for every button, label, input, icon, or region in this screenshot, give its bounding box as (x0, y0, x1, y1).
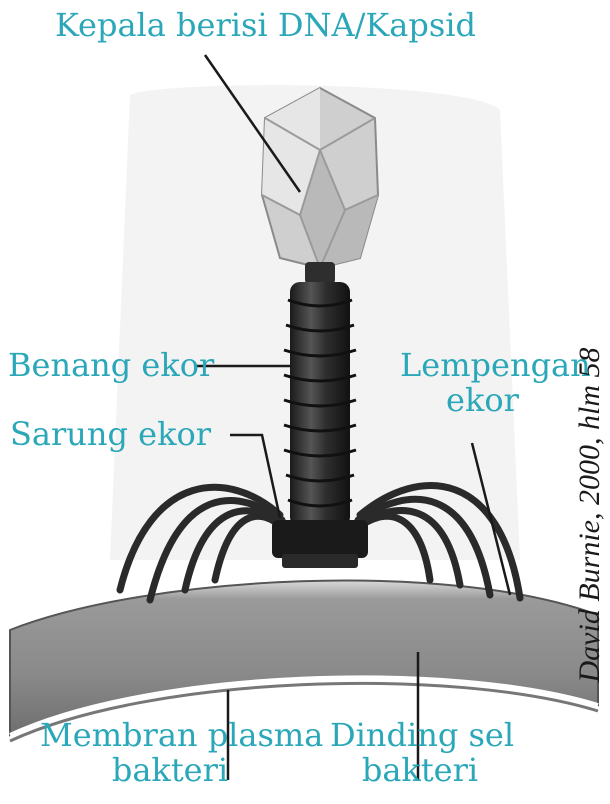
label-tail-sheath: Sarung ekor (10, 417, 211, 452)
label-membrane-line1: Membran plasma (40, 718, 300, 753)
image-credit: David Burnie, 2000, hlm 58 (573, 348, 607, 683)
label-capsid: Kepala berisi DNA/Kapsid (55, 8, 476, 43)
label-cell-wall-line1: Dinding sel (330, 718, 510, 753)
label-base-plate-line1: Lempengan (400, 348, 565, 383)
label-base-plate: Lempengan ekor (400, 348, 565, 418)
label-membrane-line2: bakteri (40, 753, 300, 788)
capsid-head (262, 88, 378, 268)
tail-sheath (284, 282, 356, 527)
tail-collar (305, 262, 335, 284)
label-cell-wall-line2: bakteri (330, 753, 510, 788)
base-plate (272, 520, 368, 558)
label-base-plate-line2: ekor (400, 383, 565, 418)
label-tail-fiber: Benang ekor (8, 348, 214, 383)
label-cell-wall: Dinding sel bakteri (330, 718, 510, 788)
label-membrane: Membran plasma bakteri (40, 718, 300, 788)
